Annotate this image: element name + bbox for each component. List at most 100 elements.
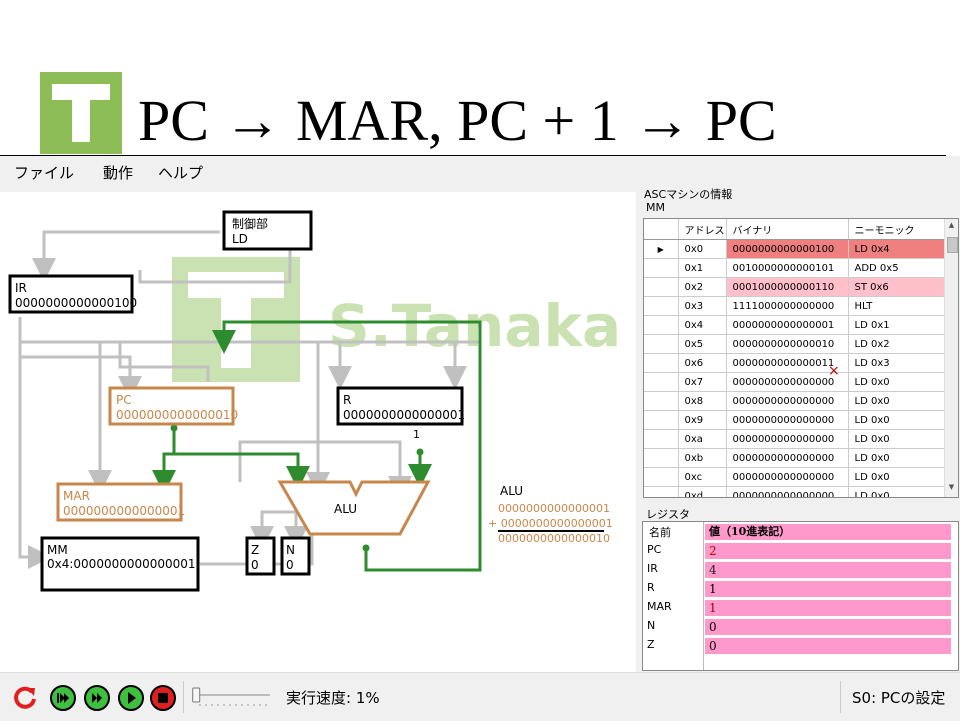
menubar: ファイル 動作 ヘルプ bbox=[0, 156, 640, 188]
menu-file[interactable]: ファイル bbox=[14, 164, 75, 182]
status-bar: 実行速度: 1% S0: PCの設定 bbox=[0, 672, 960, 721]
cell-binary: 0000000000000011 bbox=[726, 353, 849, 373]
svg-text:MM: MM bbox=[47, 543, 68, 557]
play-icon[interactable] bbox=[118, 685, 144, 711]
step-forward-icon[interactable] bbox=[84, 685, 110, 711]
cell-mnemonic: LD 0x1 bbox=[848, 315, 945, 335]
svg-text:0000000000000001: 0000000000000001 bbox=[63, 504, 185, 518]
mm-table-label: MM bbox=[646, 201, 665, 214]
register-column-name: 名前 bbox=[649, 526, 671, 539]
menu-help[interactable]: ヘルプ bbox=[158, 164, 204, 182]
cell-binary: 0000000000000100 bbox=[726, 239, 849, 259]
control-unit-box: 制御部 LD bbox=[222, 210, 313, 251]
register-name: PC bbox=[647, 543, 662, 556]
constant-one-label: 1 bbox=[413, 428, 420, 441]
watermark-text: S.Tanaka bbox=[328, 292, 621, 360]
cell-binary: 0010000000000101 bbox=[726, 258, 849, 278]
gray-wires bbox=[18, 230, 480, 569]
column-binary[interactable]: バイナリ bbox=[726, 219, 849, 240]
cell-binary: 0000000000000010 bbox=[726, 334, 849, 354]
register-panel-title: レジスタ bbox=[646, 508, 690, 521]
svg-text:0000000000000010: 0000000000000010 bbox=[116, 408, 238, 422]
reset-icon[interactable] bbox=[12, 685, 36, 709]
register-name: MAR bbox=[647, 600, 672, 613]
cell-mnemonic: ADD 0x5 bbox=[848, 258, 945, 278]
cell-mnemonic: HLT bbox=[848, 296, 945, 316]
cell-mnemonic: LD 0x0 bbox=[848, 486, 945, 497]
cell-binary: 0000000000000000 bbox=[726, 391, 849, 411]
cell-mnemonic: LD 0x2 bbox=[848, 334, 945, 354]
n-flag-box: N 0 bbox=[280, 536, 311, 576]
cell-mnemonic: LD 0x0 bbox=[848, 410, 945, 430]
cell-address: 0x6 bbox=[678, 353, 727, 373]
svg-text:Z: Z bbox=[251, 543, 259, 557]
machine-info-title: ASCマシンの情報 bbox=[644, 188, 733, 201]
fast-forward-icon[interactable] bbox=[50, 685, 76, 711]
svg-text:0000000000000010: 0000000000000010 bbox=[498, 532, 610, 545]
cell-address: 0x9 bbox=[678, 410, 727, 430]
svg-text:0: 0 bbox=[251, 558, 259, 572]
cell-address: 0xd bbox=[678, 486, 727, 497]
cell-binary: 0000000000000000 bbox=[726, 448, 849, 468]
cell-mnemonic: LD 0x3 bbox=[848, 353, 945, 373]
stop-icon[interactable] bbox=[150, 685, 176, 711]
memory-scrollbar[interactable]: ▲ ▼ bbox=[944, 219, 958, 497]
cell-address: 0xa bbox=[678, 429, 727, 449]
r-register-box: R 0000000000000001 bbox=[336, 386, 465, 426]
svg-text:+ 0000000000000001: + 0000000000000001 bbox=[488, 517, 613, 530]
cell-address: 0x3 bbox=[678, 296, 727, 316]
cell-address: 0x0 bbox=[678, 239, 727, 259]
svg-text:ALU: ALU bbox=[500, 484, 523, 498]
slide-title: PC → MAR, PC + 1 → PC bbox=[138, 88, 777, 153]
cell-binary: 1111000000000000 bbox=[726, 296, 849, 316]
column-mnemonic[interactable]: ニーモニック bbox=[848, 219, 945, 240]
cell-address: 0x5 bbox=[678, 334, 727, 354]
svg-text:0x4:0000000000000001: 0x4:0000000000000001 bbox=[47, 557, 196, 571]
cell-mnemonic: LD 0x0 bbox=[848, 372, 945, 392]
cell-mnemonic: LD 0x0 bbox=[848, 429, 945, 449]
scroll-up-icon[interactable]: ▲ bbox=[948, 221, 955, 229]
cell-address: 0x8 bbox=[678, 391, 727, 411]
svg-text:LD: LD bbox=[232, 232, 248, 246]
scroll-thumb[interactable] bbox=[947, 237, 958, 253]
svg-text:PC: PC bbox=[116, 393, 132, 407]
cell-mnemonic: LD 0x0 bbox=[848, 391, 945, 411]
register-value: 1 bbox=[705, 600, 951, 616]
register-name: Z bbox=[647, 638, 655, 651]
speed-slider[interactable] bbox=[190, 687, 272, 709]
svg-text:0000000000000001: 0000000000000001 bbox=[498, 502, 610, 515]
mar-register-box: MAR 0000000000000001 bbox=[56, 482, 185, 522]
register-value: 0 bbox=[705, 619, 951, 635]
active-wires bbox=[152, 320, 482, 572]
register-value: 0 bbox=[705, 638, 951, 654]
menu-action[interactable]: 動作 bbox=[103, 164, 134, 182]
column-address[interactable]: アドレス bbox=[678, 219, 727, 240]
cell-binary: 0000000000000000 bbox=[726, 410, 849, 430]
register-value: 4 bbox=[705, 562, 951, 578]
watermark: S.Tanaka bbox=[172, 257, 621, 382]
register-column-value: 値（10進表記） bbox=[705, 524, 951, 540]
cell-address: 0x7 bbox=[678, 372, 727, 392]
cell-mnemonic: LD 0x0 bbox=[848, 448, 945, 468]
scroll-down-icon[interactable]: ▼ bbox=[948, 483, 955, 491]
register-name: N bbox=[647, 619, 656, 632]
register-value: 2 bbox=[705, 543, 951, 559]
svg-text:制御部: 制御部 bbox=[232, 216, 268, 231]
